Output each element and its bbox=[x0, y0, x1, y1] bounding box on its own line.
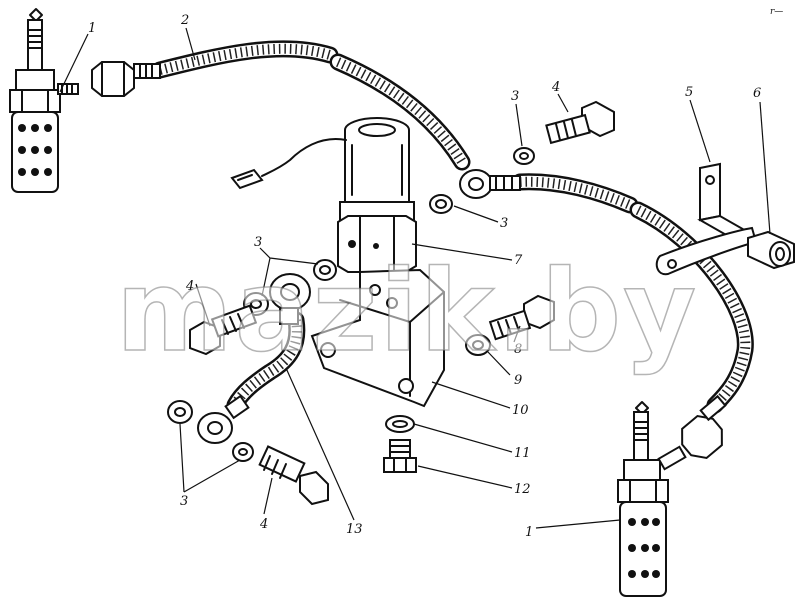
washer-3-bottom-a bbox=[167, 400, 193, 424]
callout-3-d: 3 bbox=[180, 494, 188, 509]
clip-6 bbox=[747, 230, 795, 270]
callout-6: 6 bbox=[753, 86, 761, 101]
callout-7: 7 bbox=[514, 253, 523, 268]
hose-bottom-nut bbox=[681, 394, 727, 460]
washer-3-bottom-b bbox=[232, 442, 254, 462]
hose-2 bbox=[151, 40, 471, 171]
watermark: mazik.by bbox=[116, 247, 698, 377]
hose-to-bottom-plug bbox=[511, 173, 754, 414]
solenoid-valve-7 bbox=[230, 117, 417, 273]
callout-3-b: 3 bbox=[500, 216, 508, 231]
callout-4-c: 4 bbox=[259, 517, 268, 532]
callout-8: 8 bbox=[514, 342, 522, 357]
washer-3-mid bbox=[429, 194, 453, 214]
hose-13 bbox=[226, 311, 306, 414]
callout-9: 9 bbox=[514, 373, 522, 388]
bolt-4-top bbox=[545, 100, 615, 145]
banjo-fitting-left bbox=[269, 273, 311, 325]
callout-13: 13 bbox=[346, 522, 363, 537]
bracket-5 bbox=[655, 162, 758, 276]
washer-3-top bbox=[513, 147, 535, 165]
bolt-12 bbox=[383, 439, 417, 473]
lock-washer-11 bbox=[385, 415, 415, 433]
leader-lines bbox=[59, 27, 771, 529]
bolt-8 bbox=[488, 294, 555, 341]
callout-2: 2 bbox=[180, 13, 189, 28]
glow-plug-top bbox=[9, 8, 79, 193]
callout-3-a: 3 bbox=[511, 89, 519, 104]
callout-10: 10 bbox=[512, 403, 529, 418]
callout-3-c: 3 bbox=[254, 235, 262, 250]
hose-2-nut bbox=[91, 61, 161, 97]
glow-plug-bottom bbox=[617, 401, 687, 597]
bolt-4-bottom bbox=[258, 445, 329, 506]
callout-labels: 1 2 3 4 5 6 3 3 7 4 8 9 10 11 12 3 4 13 … bbox=[88, 7, 783, 540]
callout-1-bottom: 1 bbox=[525, 525, 533, 540]
washer-9 bbox=[465, 334, 491, 356]
bolt-4-left bbox=[189, 304, 258, 356]
bracket-10 bbox=[310, 268, 445, 408]
washer-3-left-a bbox=[313, 259, 337, 281]
callout-4-b: 4 bbox=[185, 279, 194, 294]
banjo-fitting-bottom-left bbox=[197, 394, 250, 444]
callout-4-a: 4 bbox=[551, 80, 560, 95]
corner-mark: r— bbox=[770, 7, 783, 17]
callout-11: 11 bbox=[514, 446, 531, 461]
callout-12: 12 bbox=[514, 482, 531, 497]
banjo-fitting-center bbox=[459, 169, 521, 199]
callout-1-top: 1 bbox=[88, 21, 96, 36]
callout-5: 5 bbox=[685, 85, 693, 100]
